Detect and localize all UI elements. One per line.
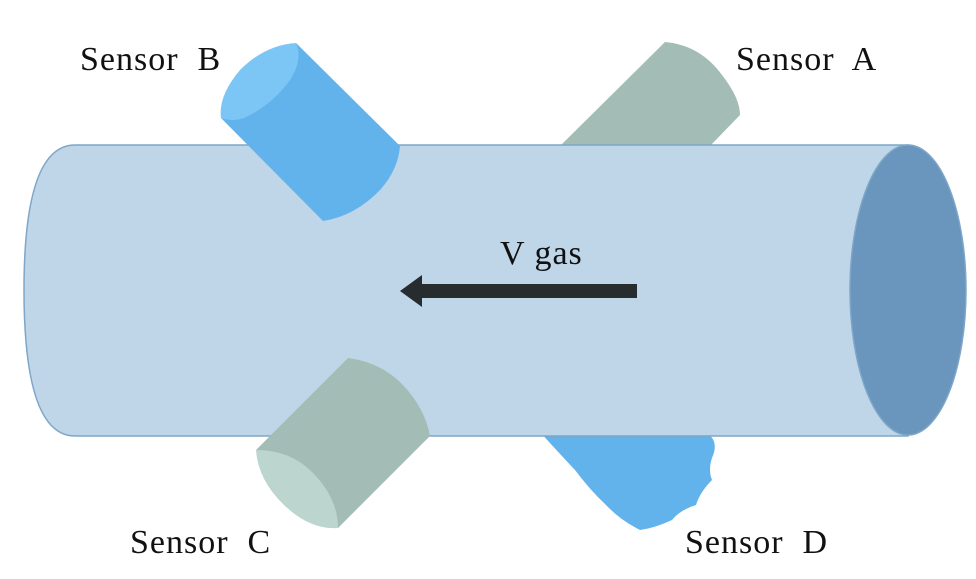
flow-arrow: [400, 275, 637, 307]
sensor-b-label: Sensor B: [80, 41, 221, 78]
sensor-c: [256, 358, 430, 529]
sensor-b-face: [220, 43, 299, 120]
sensor-c-face: [256, 450, 338, 529]
sensor-d: [540, 432, 715, 530]
flow-label: V gas: [500, 235, 583, 272]
sensor-d-body: [540, 432, 715, 530]
sensor-a: [560, 42, 740, 146]
sensor-b: [220, 43, 400, 221]
sensor-a-label: Sensor A: [736, 41, 877, 78]
sensor-d-label: Sensor D: [685, 524, 828, 561]
pipe-end-opening: [849, 144, 967, 436]
sensor-a-body: [560, 42, 740, 146]
flow-arrow-head: [400, 275, 422, 307]
sensor-c-label: Sensor C: [130, 524, 271, 561]
flow-arrow-shaft: [420, 284, 637, 298]
